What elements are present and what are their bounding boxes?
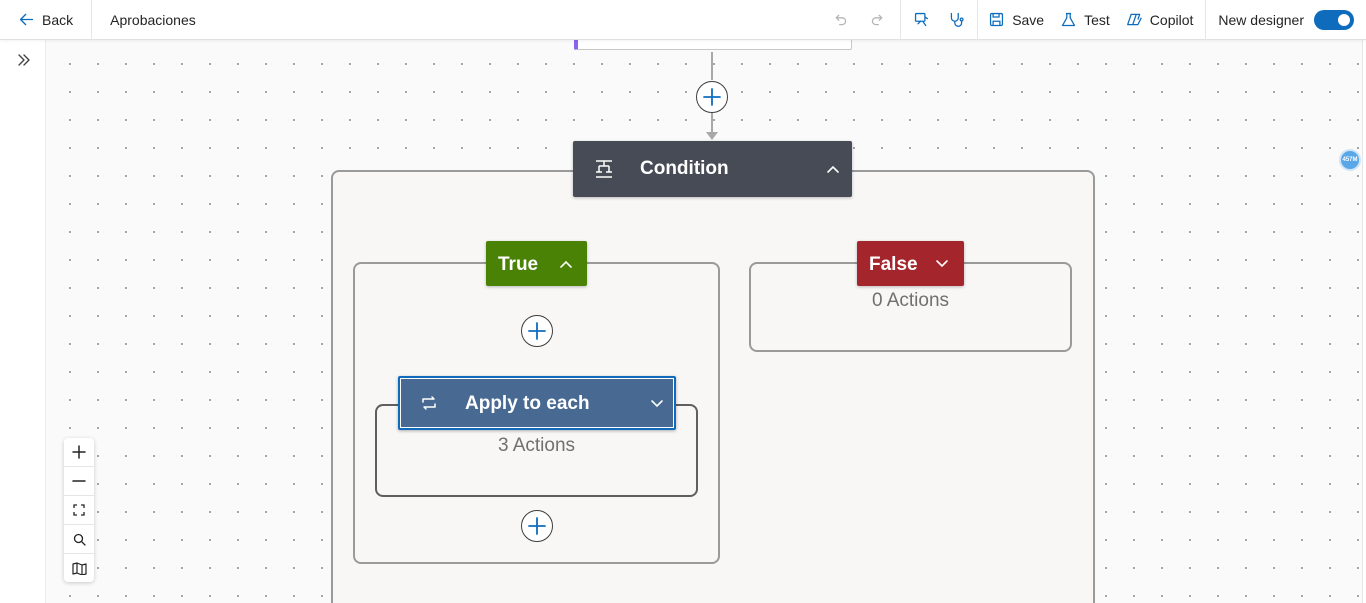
expand-rail-button[interactable] <box>14 50 34 70</box>
zoom-out-button[interactable] <box>64 467 94 496</box>
test-button[interactable]: Test <box>1052 0 1118 40</box>
expand-rail-icon <box>18 54 30 66</box>
fit-view-button[interactable] <box>64 496 94 525</box>
save-label: Save <box>1012 11 1045 28</box>
loop-icon <box>422 396 436 410</box>
zoom-in-button[interactable] <box>64 438 94 467</box>
flow-title: Aprobaciones <box>110 11 196 28</box>
minimap-button[interactable] <box>64 554 94 583</box>
search-icon <box>73 533 86 546</box>
previous-action-card[interactable] <box>574 40 852 50</box>
redo-icon <box>872 14 883 26</box>
chevron-down-icon[interactable] <box>935 257 949 271</box>
stethoscope-icon <box>950 12 964 27</box>
add-action-true-button[interactable] <box>521 315 553 347</box>
redo-button[interactable] <box>859 0 900 40</box>
back-button[interactable]: Back <box>0 0 91 40</box>
condition-label: Condition <box>640 158 729 179</box>
copilot-label: Copilot <box>1149 11 1194 28</box>
true-branch-header[interactable]: True <box>486 241 587 286</box>
toolbar-divider <box>91 0 93 40</box>
health-check-button[interactable] <box>942 0 977 40</box>
plus-icon <box>703 88 721 106</box>
new-designer-label: New designer <box>1206 0 1304 40</box>
left-rail <box>4 40 46 603</box>
toolbar-divider <box>1205 0 1207 40</box>
undo-icon <box>835 14 847 26</box>
top-toolbar: Back Aprobaciones Save Test Copilot New … <box>0 0 1366 40</box>
copilot-icon <box>1126 13 1142 26</box>
zoom-in-icon <box>72 445 86 459</box>
chevron-up-icon[interactable] <box>826 162 840 176</box>
flow-checker-button[interactable] <box>901 0 942 40</box>
apply-to-each-summary[interactable]: 3 Actions <box>497 435 576 456</box>
false-branch-header[interactable]: False <box>857 241 964 286</box>
true-branch-label: True <box>498 254 539 275</box>
designer-canvas[interactable]: Condition True 3 Actions Apply to each F… <box>46 40 1362 603</box>
new-designer-text: New designer <box>1218 11 1304 28</box>
add-action-after-loop-button[interactable] <box>521 510 553 542</box>
undo-button[interactable] <box>822 0 859 40</box>
save-icon <box>990 12 1004 27</box>
save-button[interactable]: Save <box>978 0 1052 40</box>
plus-icon <box>528 517 546 535</box>
minimap-icon <box>71 562 87 575</box>
fit-view-icon <box>73 504 85 516</box>
new-designer-toggle[interactable] <box>1314 9 1354 30</box>
zoom-out-icon <box>72 480 86 482</box>
false-branch-summary[interactable]: 0 Actions <box>871 290 950 311</box>
apply-to-each-label: Apply to each <box>465 393 590 414</box>
right-panel-edge <box>1362 40 1366 603</box>
flask-icon <box>1062 12 1076 27</box>
copilot-button[interactable]: Copilot <box>1118 0 1206 40</box>
condition-card[interactable]: Condition <box>573 141 852 197</box>
toolbar-divider <box>900 0 902 40</box>
condition-icon <box>596 160 612 178</box>
chevron-up-icon[interactable] <box>559 257 573 271</box>
false-branch-label: False <box>869 254 918 275</box>
toolbar-divider <box>977 0 979 40</box>
add-action-button[interactable] <box>696 81 728 113</box>
search-button[interactable] <box>64 525 94 554</box>
floating-assistant-badge[interactable]: 457M <box>1339 149 1361 171</box>
chevron-down-icon[interactable] <box>650 397 664 411</box>
apply-to-each-card[interactable]: Apply to each <box>398 376 676 430</box>
back-label: Back <box>42 11 74 28</box>
plus-icon <box>528 322 546 340</box>
back-arrow-icon <box>19 13 34 26</box>
test-label: Test <box>1084 11 1110 28</box>
zoom-controls <box>64 438 94 582</box>
flow-checker-icon <box>915 12 929 27</box>
